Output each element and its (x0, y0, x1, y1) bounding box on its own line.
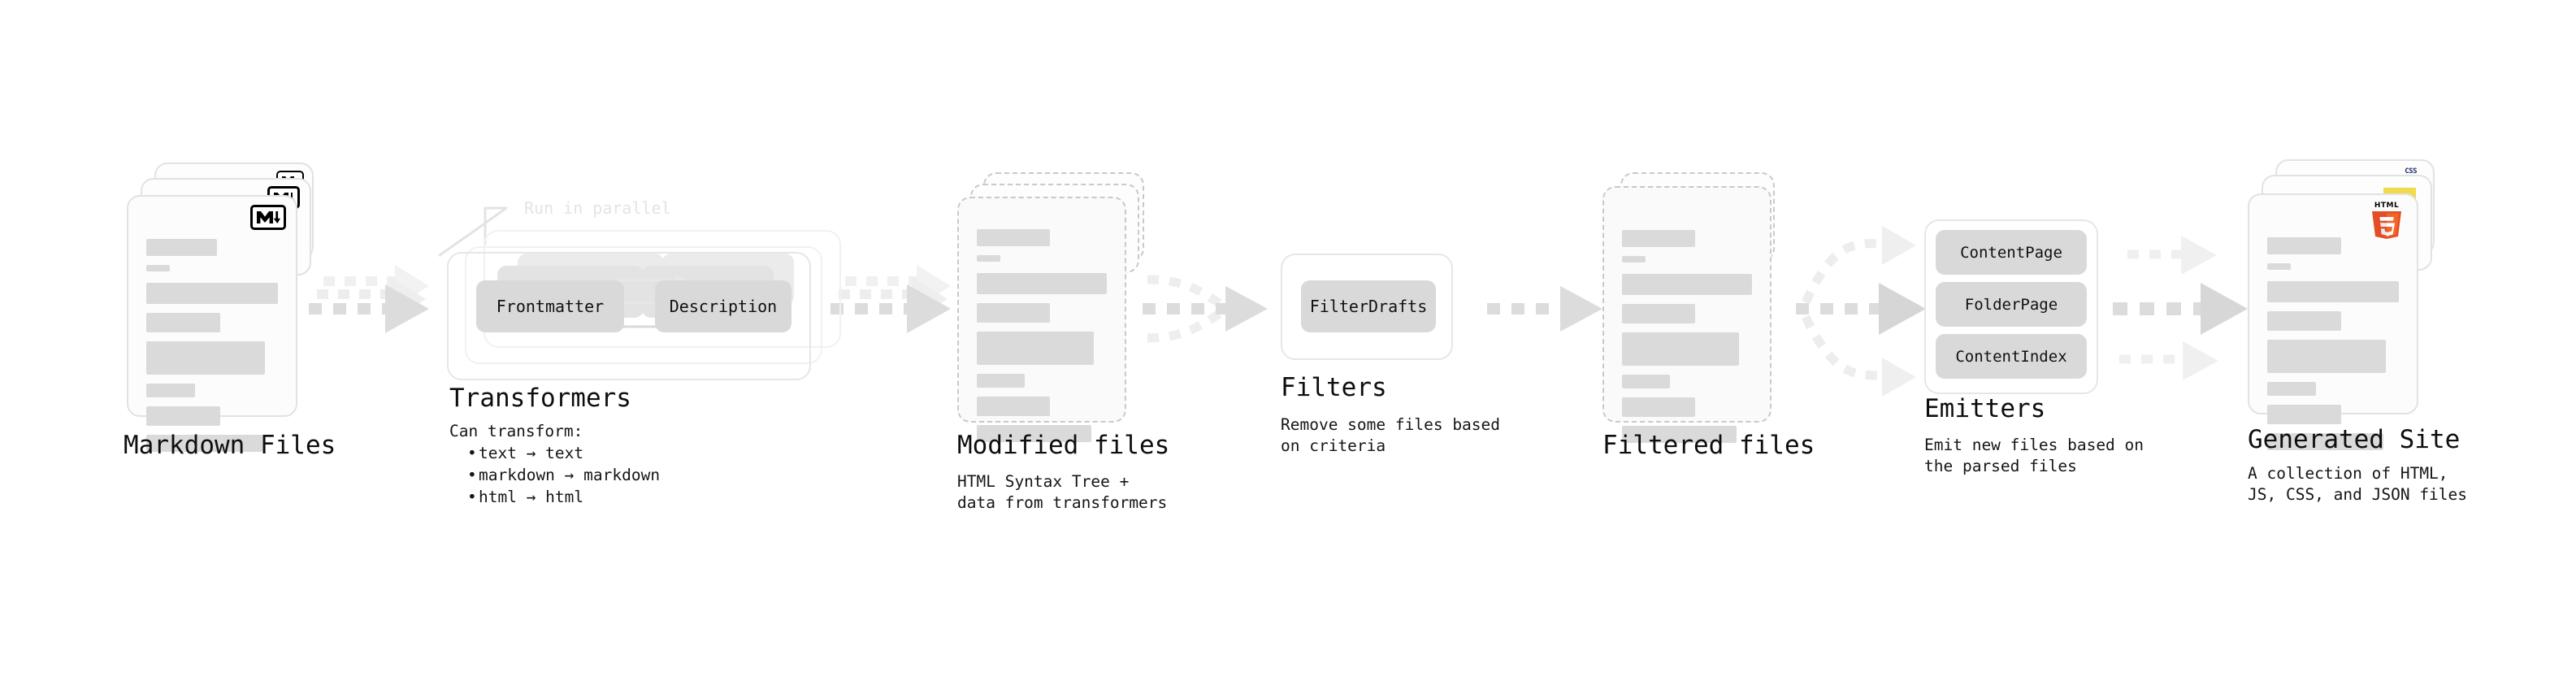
transformers-subtext: Can transform: (449, 422, 583, 440)
placeholder-content (2267, 237, 2399, 459)
connector-filtered-to-emitters (1796, 226, 1926, 397)
markdown-icon (250, 205, 286, 230)
markdown-file-card-front (127, 195, 297, 452)
bullet-label: html → html (479, 488, 584, 506)
markdown-files-heading: Markdown Files (124, 431, 336, 460)
modified-files-card-stack (957, 172, 1160, 442)
emitters-subtext: Emit new files based on the parsed files (1924, 436, 2144, 475)
modified-files-subtext: HTML Syntax Tree + data from transformer… (957, 472, 1168, 512)
filters-subtext: Remove some files based on criteria (1281, 415, 1501, 455)
transformer-chip-frontmatter-label: Frontmatter (496, 297, 605, 316)
transformers-process-box (447, 252, 811, 380)
connector-emitters-to-generated-site (2113, 236, 2248, 380)
connector-transformers-to-modified (830, 265, 951, 333)
generated-file-card-front: HTML (2248, 193, 2418, 450)
emitter-chip-contentpage-label: ContentPage (1960, 243, 2062, 262)
emitter-chip-contentindex[interactable]: ContentIndex (1936, 334, 2087, 379)
connector-markdown-to-transformers (309, 265, 429, 333)
emitter-chip-contentpage[interactable]: ContentPage (1936, 230, 2087, 275)
list-item: •text → text (467, 444, 584, 462)
html5-icon: HTML (2365, 200, 2409, 239)
transformers-bullet-list: •text → text •markdown → markdown •html … (449, 443, 660, 508)
emitters-heading: Emitters (1924, 394, 2046, 423)
emitter-chip-folderpage[interactable]: FolderPage (1936, 282, 2087, 327)
run-in-parallel-annotation: Run in parallel (524, 198, 671, 218)
filtered-files-card-stack (1602, 172, 1806, 443)
filter-chip-filterdrafts[interactable]: FilterDrafts (1301, 280, 1436, 332)
markdown-files-card-stack (127, 163, 322, 452)
transformer-chip-frontmatter[interactable]: Frontmatter (476, 280, 624, 332)
modified-files-heading: Modified files (957, 431, 1170, 460)
transformer-chip-description-label: Description (669, 297, 778, 316)
list-item: •markdown → markdown (467, 466, 661, 484)
bullet-label: text → text (479, 444, 584, 462)
emitter-chip-folderpage-label: FolderPage (1964, 295, 2058, 314)
modified-file-card-front (957, 197, 1126, 442)
generated-site-card-stack: CSS HTML (2248, 159, 2451, 450)
filter-chip-filterdrafts-label: FilterDrafts (1309, 297, 1428, 316)
placeholder-content (146, 239, 278, 461)
generated-site-subtext: A collection of HTML, JS, CSS, and JSON … (2248, 464, 2468, 504)
generated-site-heading: Generated Site (2248, 425, 2461, 454)
filtered-files-heading: Filtered files (1602, 431, 1815, 460)
filtered-file-card-front (1602, 186, 1772, 443)
transformer-box-back-1 (465, 246, 822, 364)
transformer-chip-description[interactable]: Description (655, 280, 791, 332)
emitter-chip-contentindex-label: ContentIndex (1955, 347, 2067, 366)
svg-text:HTML: HTML (2374, 202, 2399, 210)
list-item: •html → html (467, 488, 584, 506)
css-icon-label: CSS (2405, 167, 2417, 176)
connector-modified-to-filters (1143, 275, 1268, 343)
connector-filters-to-filtered (1487, 286, 1602, 332)
bullet-label: markdown → markdown (479, 466, 661, 484)
transformers-heading: Transformers (449, 384, 631, 413)
placeholder-content (977, 229, 1107, 451)
placeholder-content (1622, 230, 1752, 452)
filters-heading: Filters (1281, 373, 1387, 402)
